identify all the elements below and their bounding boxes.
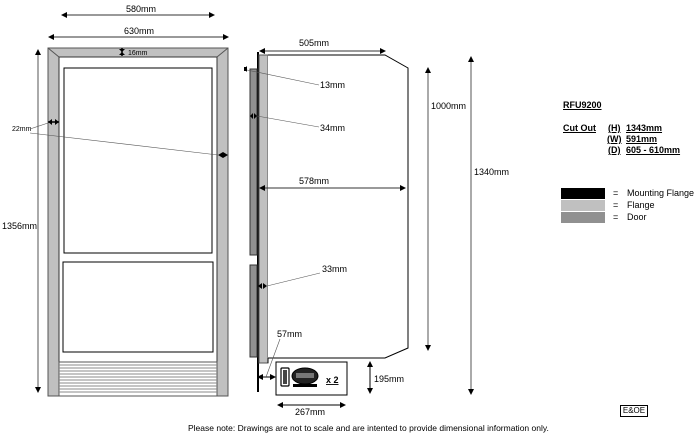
legend-label: Door [627, 212, 647, 222]
legend-swatch-door [561, 212, 605, 223]
cabinet-body [268, 54, 409, 359]
lower-door-side [249, 264, 258, 358]
compressor-icon [280, 367, 319, 387]
dim-label-267: 267mm [295, 407, 325, 417]
dim-label-505: 505mm [299, 38, 329, 48]
legend-eq: = [613, 188, 619, 198]
dim-label-580: 580mm [126, 4, 156, 14]
model-name: RFU9200 [563, 100, 602, 110]
cutout-h-key: (H) [608, 123, 621, 133]
legend-swatch-flange [561, 200, 605, 211]
dim-label-195: 195mm [374, 374, 404, 384]
cutout-h-value: 1343mm [626, 123, 663, 133]
front-view: 580mm 630mm 16mm 1356mm 22mm [2, 4, 229, 397]
dim-label-578: 578mm [299, 176, 329, 186]
dim-label-630: 630mm [124, 26, 154, 36]
legend-label: Mounting Flange [627, 188, 695, 198]
legend-eq: = [613, 200, 619, 210]
legend-label: Flange [627, 200, 655, 210]
cutout-w-value: 591mm [626, 134, 658, 144]
dim-label-16: 16mm [128, 50, 148, 57]
dim-label-13: 13mm [320, 80, 345, 90]
dim-label-57: 57mm [277, 329, 302, 339]
dim-label-22: 22mm [12, 126, 32, 133]
dim-label-1000: 1000mm [431, 101, 466, 111]
lower-glass-panel [62, 261, 214, 353]
cutout-d-key: (D) [608, 145, 621, 155]
mounting-flange [257, 52, 259, 392]
kick-plate-grille [58, 361, 218, 397]
dim-label-33: 33mm [322, 264, 347, 274]
legend-eq: = [613, 212, 619, 222]
footer-note: Please note: Drawings are not to scale a… [188, 423, 549, 433]
side-flange [258, 54, 269, 364]
legend-swatch-mounting-flange [561, 188, 605, 199]
eoe-box: E&OE [620, 405, 648, 417]
upper-door-side [249, 68, 258, 256]
upper-glass-panel [63, 67, 213, 254]
cutout-d-value: 605 - 610mm [626, 145, 681, 155]
cutout-w-key: (W) [607, 134, 622, 144]
side-view: 505mm 13mm 34mm 578mm 33mm 1000mm 1340mm [244, 38, 509, 417]
cutout-label: Cut Out [563, 123, 596, 133]
dim-label-34: 34mm [320, 123, 345, 133]
dim-label-1356: 1356mm [2, 221, 37, 231]
dim-label-1340: 1340mm [474, 167, 509, 177]
compressor-count: x 2 [326, 375, 339, 385]
